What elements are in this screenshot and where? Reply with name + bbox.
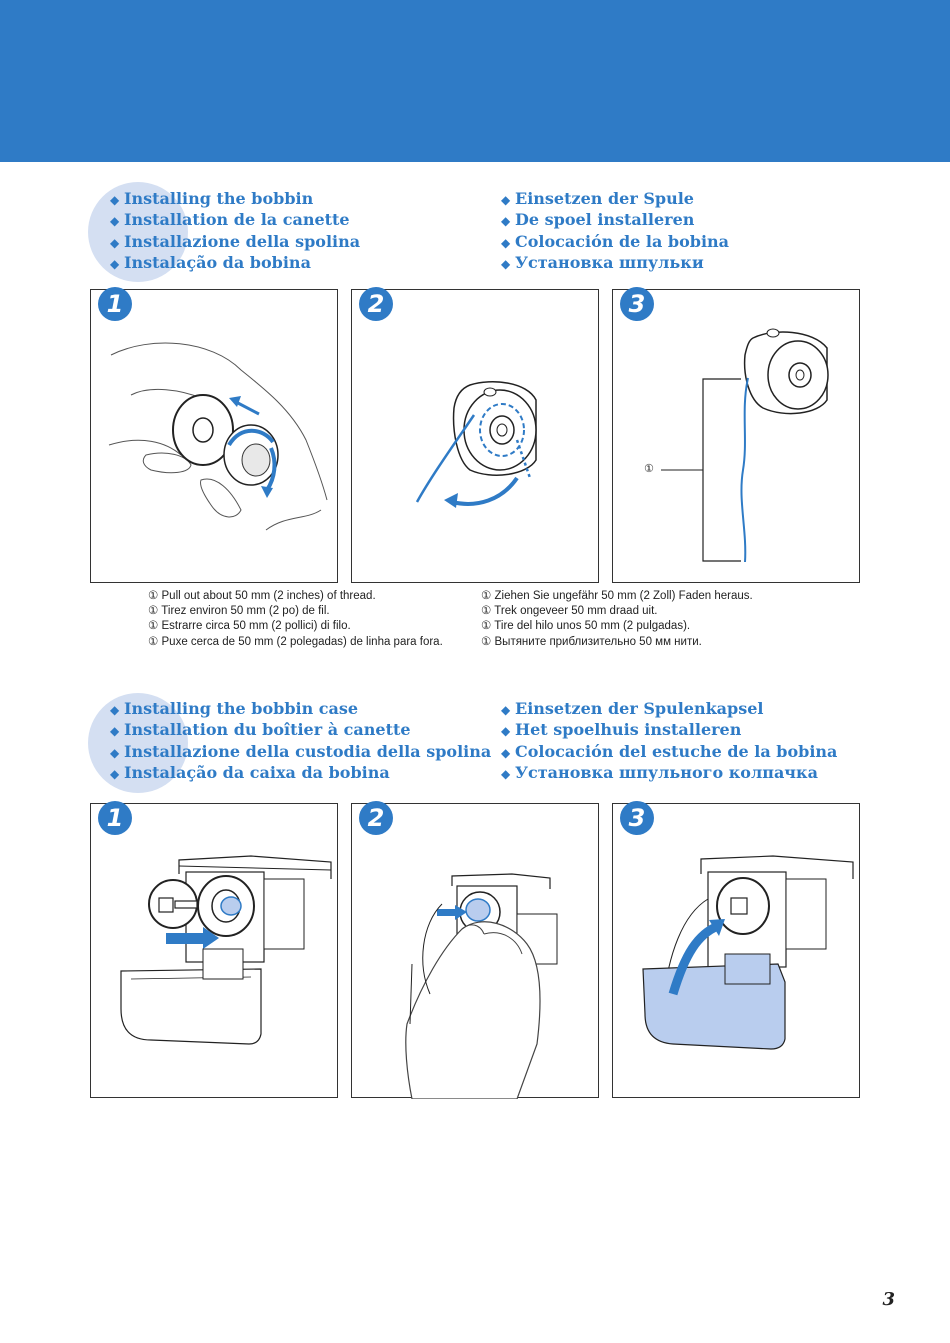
bullet-icon: ◆ bbox=[110, 745, 120, 760]
bullet-icon: ◆ bbox=[501, 214, 511, 229]
step-number-badge: 3 bbox=[620, 287, 654, 321]
hand-inserting-bobbin-case-illustration bbox=[405, 873, 558, 1099]
step-number-badge: 2 bbox=[359, 801, 393, 835]
step-number-badge: 2 bbox=[359, 287, 393, 321]
bullet-icon: ◆ bbox=[501, 235, 511, 250]
section1-headings-right: ◆Einsetzen der Spule ◆De spoel installer… bbox=[501, 189, 729, 274]
caption-line: ① Pull out about 50 mm (2 inches) of thr… bbox=[148, 590, 376, 602]
bullet-icon: ◆ bbox=[501, 256, 511, 271]
heading-item: ◆Installazione della custodia della spol… bbox=[110, 742, 491, 763]
bobbin-case-step-3-panel: 3 bbox=[612, 801, 860, 1098]
section2-headings-right: ◆Einsetzen der Spulenkapsel ◆Het spoelhu… bbox=[501, 699, 837, 784]
bobbin-case-step-2-panel: 2 bbox=[351, 801, 599, 1099]
caption-line: ① Tire del hilo unos 50 mm (2 pulgadas). bbox=[481, 620, 691, 633]
heading-item: ◆Einsetzen der Spule bbox=[501, 189, 729, 210]
heading-item: ◆Instalação da bobina bbox=[110, 253, 360, 274]
bullet-icon: ◆ bbox=[110, 193, 120, 207]
heading-item: ◆Colocación del estuche de la bobina bbox=[501, 742, 837, 763]
heading-item: ◆Instalação da caixa da bobina bbox=[110, 763, 491, 784]
bobbin-step-3-panel: 3 ① bbox=[612, 287, 860, 583]
bullet-icon: ◆ bbox=[110, 703, 120, 717]
bullet-icon: ◆ bbox=[110, 724, 120, 739]
step-number-badge: 1 bbox=[98, 801, 132, 835]
caption-line: ① Trek ongeveer 50 mm draad uit. bbox=[481, 605, 658, 618]
callout-label: ① bbox=[644, 462, 654, 475]
section1-headings-left: ◆Installing the bobbin ◆Installation de … bbox=[110, 189, 360, 274]
step-number-badge: 1 bbox=[98, 287, 132, 321]
header-banner bbox=[0, 0, 950, 162]
caption-line: ① Tirez environ 50 mm (2 po) de fil. bbox=[148, 605, 330, 618]
heading-item: ◆Installation du boîtier à canette bbox=[110, 720, 491, 741]
bobbin-case-thread-illustration bbox=[415, 381, 537, 508]
heading-item: ◆De spoel installeren bbox=[501, 210, 729, 231]
bobbin-case-thread-pulled-illustration bbox=[661, 328, 829, 563]
bullet-icon: ◆ bbox=[501, 193, 511, 207]
close-bobbin-cover-illustration bbox=[642, 855, 854, 1050]
heading-item: ◆Installing the bobbin case bbox=[110, 699, 491, 720]
bullet-icon: ◆ bbox=[501, 745, 511, 760]
section2-headings-left: ◆Installing the bobbin case ◆Installatio… bbox=[110, 699, 491, 784]
bobbin-step-2-panel: 2 bbox=[351, 287, 599, 583]
caption-line: ① Вытяните приблизительно 50 мм нити. bbox=[481, 635, 702, 648]
bullet-icon: ◆ bbox=[110, 214, 120, 229]
insert-bobbin-case-illustration bbox=[120, 855, 332, 1045]
bullet-icon: ◆ bbox=[501, 766, 511, 781]
heading-item: ◆Het spoelhuis installeren bbox=[501, 720, 837, 741]
bullet-icon: ◆ bbox=[110, 766, 120, 781]
heading-decoration-circle bbox=[88, 693, 188, 793]
heading-item: ◆Installazione della spolina bbox=[110, 232, 360, 253]
heading-item: ◆Installation de la canette bbox=[110, 210, 360, 231]
heading-item: ◆Установка шпульного колпачка bbox=[501, 763, 837, 784]
bobbin-step-1-panel: 1 bbox=[90, 287, 338, 583]
heading-item: ◆Einsetzen der Spulenkapsel bbox=[501, 699, 837, 720]
bullet-icon: ◆ bbox=[501, 703, 511, 717]
caption-line: ① Puxe cerca de 50 mm (2 polegadas) de l… bbox=[148, 635, 443, 648]
bobbin-case-step-1-panel: 1 bbox=[90, 801, 338, 1098]
step-number-badge: 3 bbox=[620, 801, 654, 835]
heading-item: ◆Installing the bobbin bbox=[110, 189, 360, 210]
heading-decoration-circle bbox=[88, 182, 188, 282]
heading-item: ◆Colocación de la bobina bbox=[501, 232, 729, 253]
caption-line: ① Estrarre circa 50 mm (2 pollici) di fi… bbox=[148, 620, 351, 633]
bullet-icon: ◆ bbox=[110, 256, 120, 271]
page-number: 3 bbox=[882, 1289, 895, 1310]
section1-captions-left: ① Pull out about 50 mm (2 inches) of thr… bbox=[148, 589, 443, 650]
heading-item: ◆Установка шпульки bbox=[501, 253, 729, 274]
bullet-icon: ◆ bbox=[110, 235, 120, 250]
bullet-icon: ◆ bbox=[501, 724, 511, 739]
caption-line: ① Ziehen Sie ungefähr 50 mm (2 Zoll) Fad… bbox=[481, 590, 753, 602]
hand-holding-bobbin-illustration bbox=[108, 342, 328, 531]
section1-captions-right: ① Ziehen Sie ungefähr 50 mm (2 Zoll) Fad… bbox=[481, 589, 753, 650]
